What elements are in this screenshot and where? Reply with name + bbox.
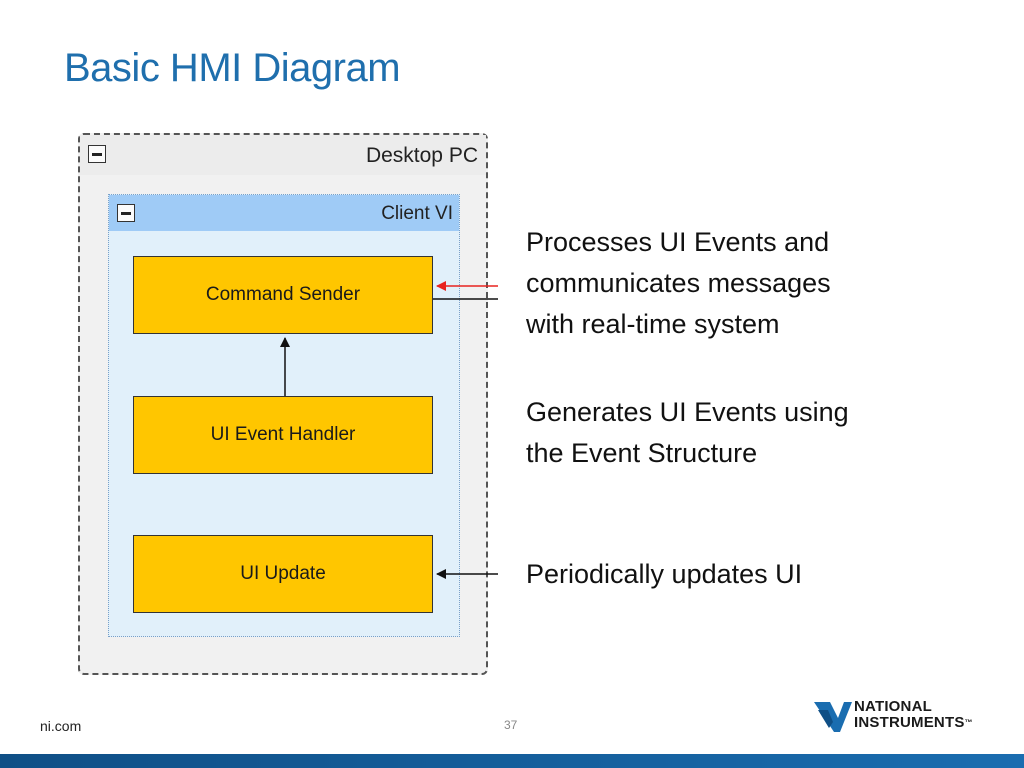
ui-event-handler-description: Generates UI Events using the Event Stru… (526, 392, 849, 474)
desktop-pc-header: Desktop PC (80, 135, 486, 175)
command-sender-node: Command Sender (133, 256, 433, 334)
desktop-collapse-icon[interactable] (88, 145, 106, 163)
ui-event-handler-node: UI Event Handler (133, 396, 433, 474)
client-vi-label: Client VI (381, 203, 453, 224)
logo-line-instruments: INSTRUMENTS™ (854, 715, 973, 731)
description-line: Periodically updates UI (526, 559, 803, 589)
logo-text: NATIONAL INSTRUMENTS™ (854, 699, 973, 731)
logo-trademark: ™ (964, 718, 973, 727)
description-line: with real-time system (526, 309, 780, 339)
logo-line-instruments-text: INSTRUMENTS (854, 714, 965, 731)
desktop-pc-label: Desktop PC (365, 144, 478, 167)
client-collapse-icon[interactable] (117, 204, 135, 222)
description-line: Processes UI Events and (526, 227, 830, 257)
command-sender-description: Processes UI Events and communicates mes… (526, 222, 831, 345)
footer-website[interactable]: ni.com (40, 718, 82, 734)
footer-bar (0, 754, 1024, 768)
client-vi-header: Client VI (109, 195, 459, 231)
description-line: Generates UI Events using (526, 397, 849, 427)
slide-title: Basic HMI Diagram (64, 46, 401, 90)
ni-eagle-icon (814, 702, 852, 732)
description-line: the Event Structure (526, 438, 758, 468)
ui-update-node: UI Update (133, 535, 433, 613)
description-line: communicates messages (526, 268, 831, 298)
ui-update-description: Periodically updates UI (526, 554, 802, 595)
logo-line-national: NATIONAL (854, 698, 932, 715)
page-number: 37 (504, 718, 518, 732)
national-instruments-logo: NATIONAL INSTRUMENTS™ (814, 696, 984, 744)
